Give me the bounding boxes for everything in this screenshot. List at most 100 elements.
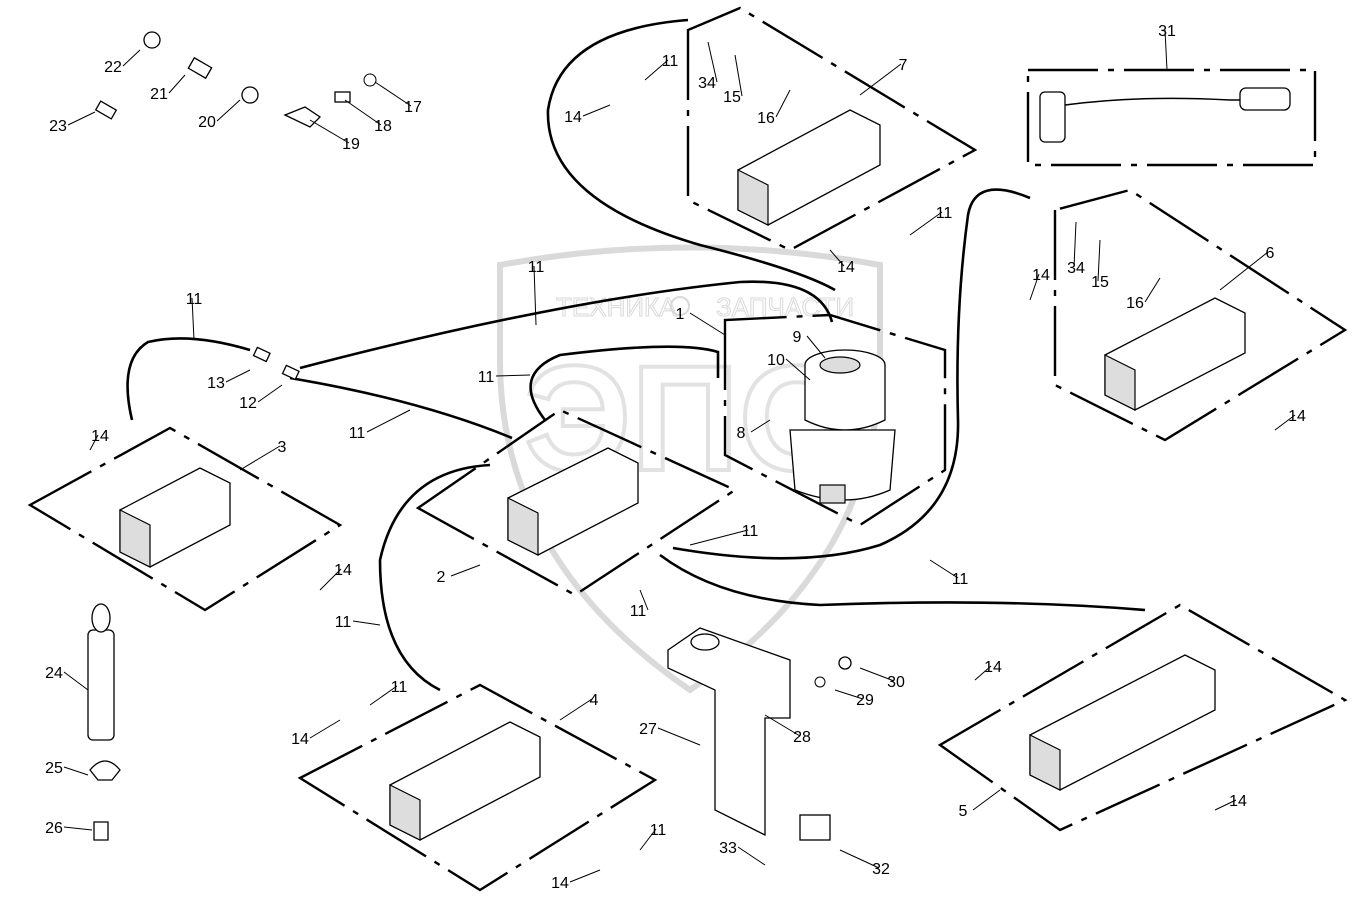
leader-line (750, 419, 771, 433)
leader-line (834, 689, 864, 700)
cable (1039, 87, 1291, 143)
leader-line (369, 685, 398, 706)
hose (529, 345, 720, 421)
callout-24: 24 (45, 665, 63, 682)
callout-1: 1 (676, 306, 685, 323)
leader-line (1219, 251, 1269, 291)
leader-line (1214, 799, 1237, 811)
callout-14: 14 (1032, 267, 1050, 284)
leader-line (569, 869, 601, 883)
frame-3 (27, 426, 343, 612)
leader-line (972, 789, 1001, 811)
callout-11: 11 (391, 679, 408, 696)
callout-15: 15 (1091, 274, 1109, 291)
leader-line (657, 727, 701, 746)
leader-line (582, 104, 611, 117)
callout-11: 11 (952, 571, 969, 588)
grease-gun (87, 603, 121, 841)
callout-11: 11 (528, 259, 545, 276)
callout-20: 20 (198, 114, 216, 131)
callout-4: 4 (590, 692, 599, 709)
callout-2: 2 (437, 569, 446, 586)
leader-lines (63, 29, 1296, 883)
leader-line (309, 119, 350, 144)
callout-7: 7 (899, 57, 908, 74)
callout-27: 27 (639, 721, 657, 738)
leader-line (707, 41, 718, 83)
leader-line (929, 559, 959, 579)
distributor-block-6 (1104, 297, 1246, 411)
leader-line (639, 589, 649, 611)
callout-23: 23 (49, 118, 67, 135)
leader-line (559, 698, 593, 721)
callout-9: 9 (793, 329, 802, 346)
callout-14: 14 (91, 428, 109, 445)
leader-line (225, 369, 251, 383)
callout-30: 30 (887, 674, 905, 691)
callout-14: 14 (1229, 793, 1247, 810)
callout-32: 32 (872, 861, 890, 878)
callout-21: 21 (150, 86, 168, 103)
leader-line (168, 74, 186, 94)
leader-line (352, 620, 381, 626)
leader-line (734, 54, 743, 97)
distributor-block-3 (119, 467, 231, 568)
distributor-block-7 (737, 109, 881, 226)
frames (27, 6, 1348, 892)
callout-15: 15 (723, 89, 741, 106)
leader-line (775, 89, 791, 118)
callout-18: 18 (374, 118, 392, 135)
leader-line (533, 265, 537, 326)
leader-line (319, 568, 342, 591)
leader-line (859, 63, 902, 96)
leader-line (1144, 277, 1161, 303)
callout-29: 29 (856, 692, 874, 709)
hose (659, 553, 1146, 612)
leader-line (1073, 221, 1077, 268)
leader-line (63, 671, 89, 691)
callout-8: 8 (737, 425, 746, 442)
leader-line (63, 826, 93, 831)
frame-5 (937, 603, 1348, 832)
fittings (94, 31, 852, 841)
leader-line (689, 312, 726, 336)
leader-line (785, 358, 811, 381)
leader-line (191, 297, 195, 341)
callout-14: 14 (291, 731, 309, 748)
leader-line (689, 529, 749, 546)
callout-5: 5 (959, 803, 968, 820)
callout-10: 10 (767, 352, 785, 369)
callout-11: 11 (349, 425, 366, 442)
leader-line (495, 374, 531, 377)
callout-11: 11 (335, 614, 352, 631)
callout-14: 14 (334, 562, 352, 579)
callout-28: 28 (793, 729, 811, 746)
hose (672, 188, 1031, 560)
callout-11: 11 (936, 205, 953, 222)
leader-line (737, 846, 766, 866)
callout-22: 22 (104, 59, 122, 76)
leader-line (839, 849, 880, 869)
leader-line (216, 99, 241, 122)
callout-6: 6 (1266, 245, 1275, 262)
leader-line (639, 828, 657, 851)
callout-31: 31 (1158, 23, 1176, 40)
leader-line (1029, 273, 1040, 301)
callout-11: 11 (742, 523, 759, 540)
callout-11: 11 (186, 291, 203, 308)
leader-line (309, 719, 341, 739)
leader-line (1164, 29, 1168, 71)
bracket (667, 627, 791, 837)
callout-16: 16 (1126, 295, 1144, 312)
hoses (126, 18, 1146, 692)
lubrication-pump (789, 349, 896, 504)
callout-11: 11 (630, 603, 647, 620)
leader-line (63, 766, 89, 776)
leader-line (764, 714, 801, 737)
callout-11: 11 (662, 53, 679, 70)
frame-6 (1053, 188, 1348, 442)
leader-line (67, 111, 96, 126)
